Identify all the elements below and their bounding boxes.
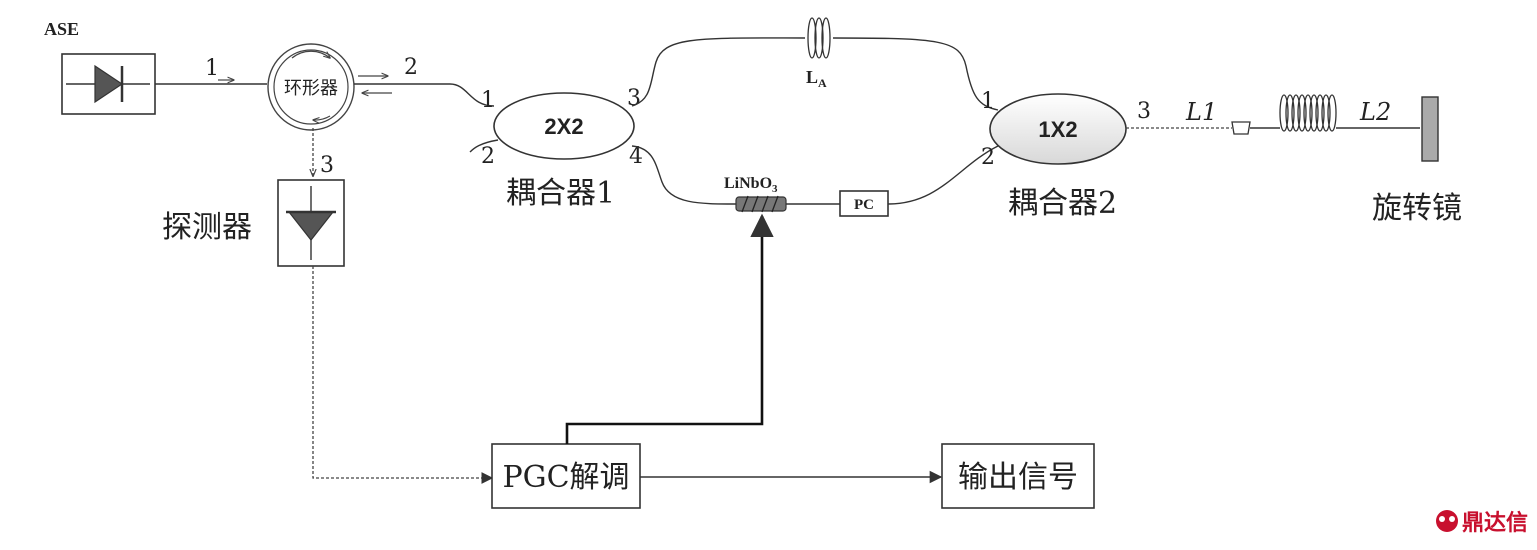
watermark-text: 鼎达信 [1462,510,1528,536]
watermark-logo: 鼎达信 [1436,510,1528,536]
diode-icon [94,64,124,104]
circulator-outer [267,43,355,131]
linbo3-modulator: LiNbO3 [724,175,787,213]
circulator-label: 环形器 [284,78,338,99]
fiber-upper-arm-left [631,37,806,107]
detector-label: 探测器 [162,210,252,245]
coupler-2x2: 2X2 1 2 3 4 耦合器1 [469,86,643,211]
ase-label: ASE [44,19,79,39]
fiber-circulator-coupler1 [354,83,495,107]
coil-la-icon [807,17,831,59]
ase-source: ASE [44,19,156,115]
circ-port-2: 2 [404,55,418,80]
l2-label: L2 [1359,98,1391,126]
detector: 探测器 [162,179,345,267]
fiber-lower-arm-left [631,145,737,205]
l1-label: L1 [1185,98,1217,126]
connector-icon [1231,121,1251,135]
coupler1-body [493,92,635,160]
rotating-mirror [1421,96,1439,162]
circ-port-1: 1 [205,56,219,81]
polarization-controller: PC [839,190,889,217]
fiber-upper-arm-right [832,37,999,111]
c1-port-2: 2 [481,144,495,169]
linbo3-label: LiNbO3 [724,175,778,195]
mirror-label: 旋转镜 [1372,191,1462,226]
coupler1-port2-stub [469,139,499,153]
drive-signal-pgc-modulator [565,213,774,444]
la-label: LA [806,67,827,90]
coupler2-body [989,93,1127,165]
c2-port-2: 2 [981,145,995,170]
circulator-inner [273,49,349,125]
coupler2-type: 1X2 [1038,117,1077,142]
c2-port-1: 1 [981,89,995,114]
output-box [941,443,1095,509]
circulator: 环形器 [267,43,355,131]
c2-port-3: 3 [1137,99,1151,124]
c1-port-1: 1 [481,88,495,113]
pc-label: PC [854,197,874,213]
coupler1-type: 2X2 [544,114,583,139]
output-label: 输出信号 [958,460,1078,495]
signal-detector-pgc [312,266,494,484]
pgc-label: PGC解调 [502,460,629,495]
coupler-1x2: 1X2 1 2 3 耦合器2 [981,89,1151,221]
circ-port-3: 3 [320,153,334,178]
coupler1-label: 耦合器1 [506,176,615,211]
c1-port-3: 3 [627,86,641,111]
coil-l2-icon [1279,94,1337,132]
fiber-lower-arm-right [887,145,999,205]
watermark-icon [1436,510,1458,532]
c1-port-4: 4 [629,144,643,169]
coupler2-label: 耦合器2 [1008,186,1117,221]
